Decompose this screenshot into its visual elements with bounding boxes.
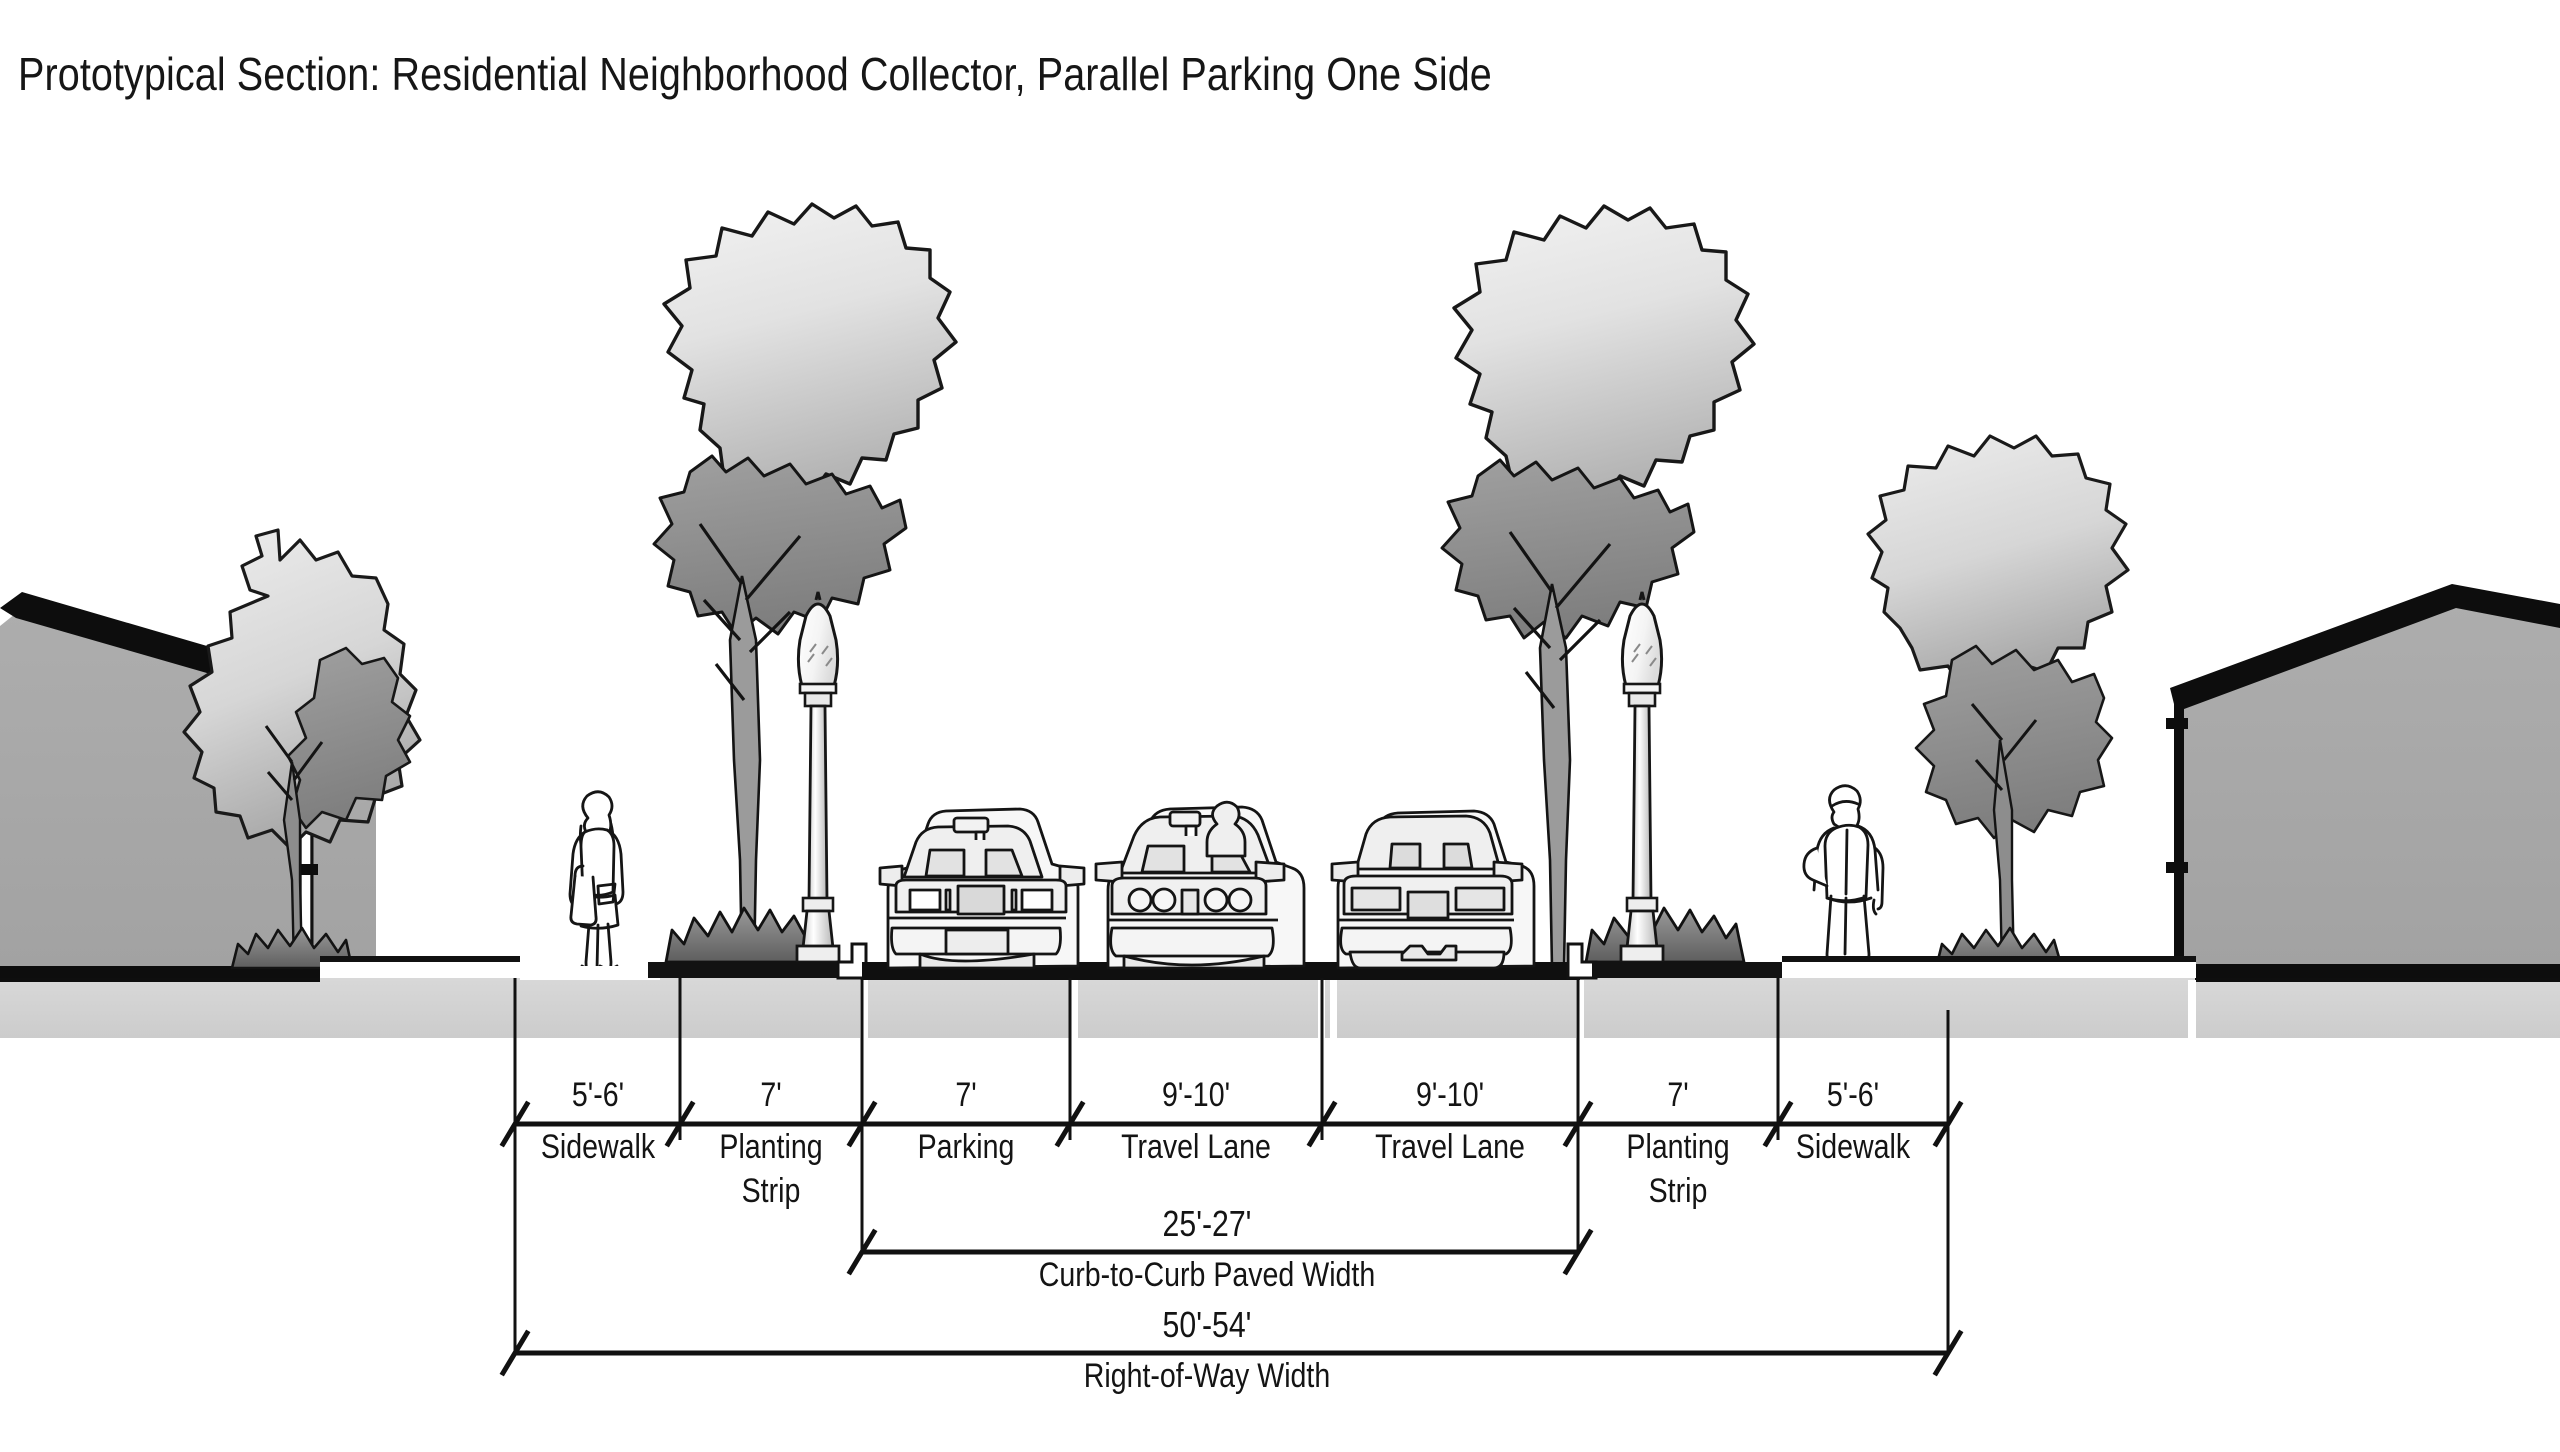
building-right (2166, 584, 2560, 978)
dim-label2-planting-strip-left: Strip (741, 1172, 801, 1210)
car-travel-left (1094, 800, 1306, 970)
dimension-lines (499, 978, 1964, 1377)
tree-right-main (1440, 204, 1756, 970)
dim-label-parking: Parking (917, 1128, 1015, 1166)
dim-label-sidewalk-right: Sidewalk (1795, 1128, 1911, 1166)
pedestrian-left (568, 790, 625, 973)
dim-label2-planting-strip-right: Strip (1648, 1172, 1708, 1210)
pedestrian-right (1802, 784, 1885, 966)
car-travel-right (1330, 809, 1536, 970)
dim-value-travel-lane-left: 9'-10' (1161, 1076, 1231, 1114)
tree-far-right (1866, 434, 2130, 970)
dim-label-curb-to-curb: Curb-to-Curb Paved Width (1038, 1256, 1376, 1294)
car-parked (878, 807, 1086, 970)
dim-value-travel-lane-right: 9'-10' (1415, 1076, 1485, 1114)
dim-value-sidewalk-right: 5'-6' (1826, 1076, 1880, 1114)
dim-label-right-of-way: Right-of-Way Width (1083, 1357, 1331, 1395)
dim-label-travel-lane-left: Travel Lane (1121, 1128, 1271, 1166)
ground-band (0, 974, 2560, 1038)
dim-value-planting-strip-right: 7' (1667, 1076, 1689, 1114)
tree-left-main (652, 202, 958, 970)
lamp-post-right (1619, 591, 1665, 964)
dim-value-curb-to-curb: 25'-27' (1162, 1203, 1252, 1244)
dim-label-planting-strip-left: Planting (719, 1128, 823, 1166)
dim-value-sidewalk-left: 5'-6' (571, 1076, 625, 1114)
dim-label-travel-lane-right: Travel Lane (1375, 1128, 1525, 1166)
dim-value-parking: 7' (955, 1076, 977, 1114)
lamp-post-left (795, 591, 841, 964)
dim-label-sidewalk-left: Sidewalk (540, 1128, 656, 1166)
dim-value-planting-strip-left: 7' (760, 1076, 782, 1114)
dim-label-planting-strip-right: Planting (1626, 1128, 1730, 1166)
dim-value-right-of-way: 50'-54' (1162, 1304, 1252, 1345)
page-title: Prototypical Section: Residential Neighb… (18, 48, 1492, 100)
